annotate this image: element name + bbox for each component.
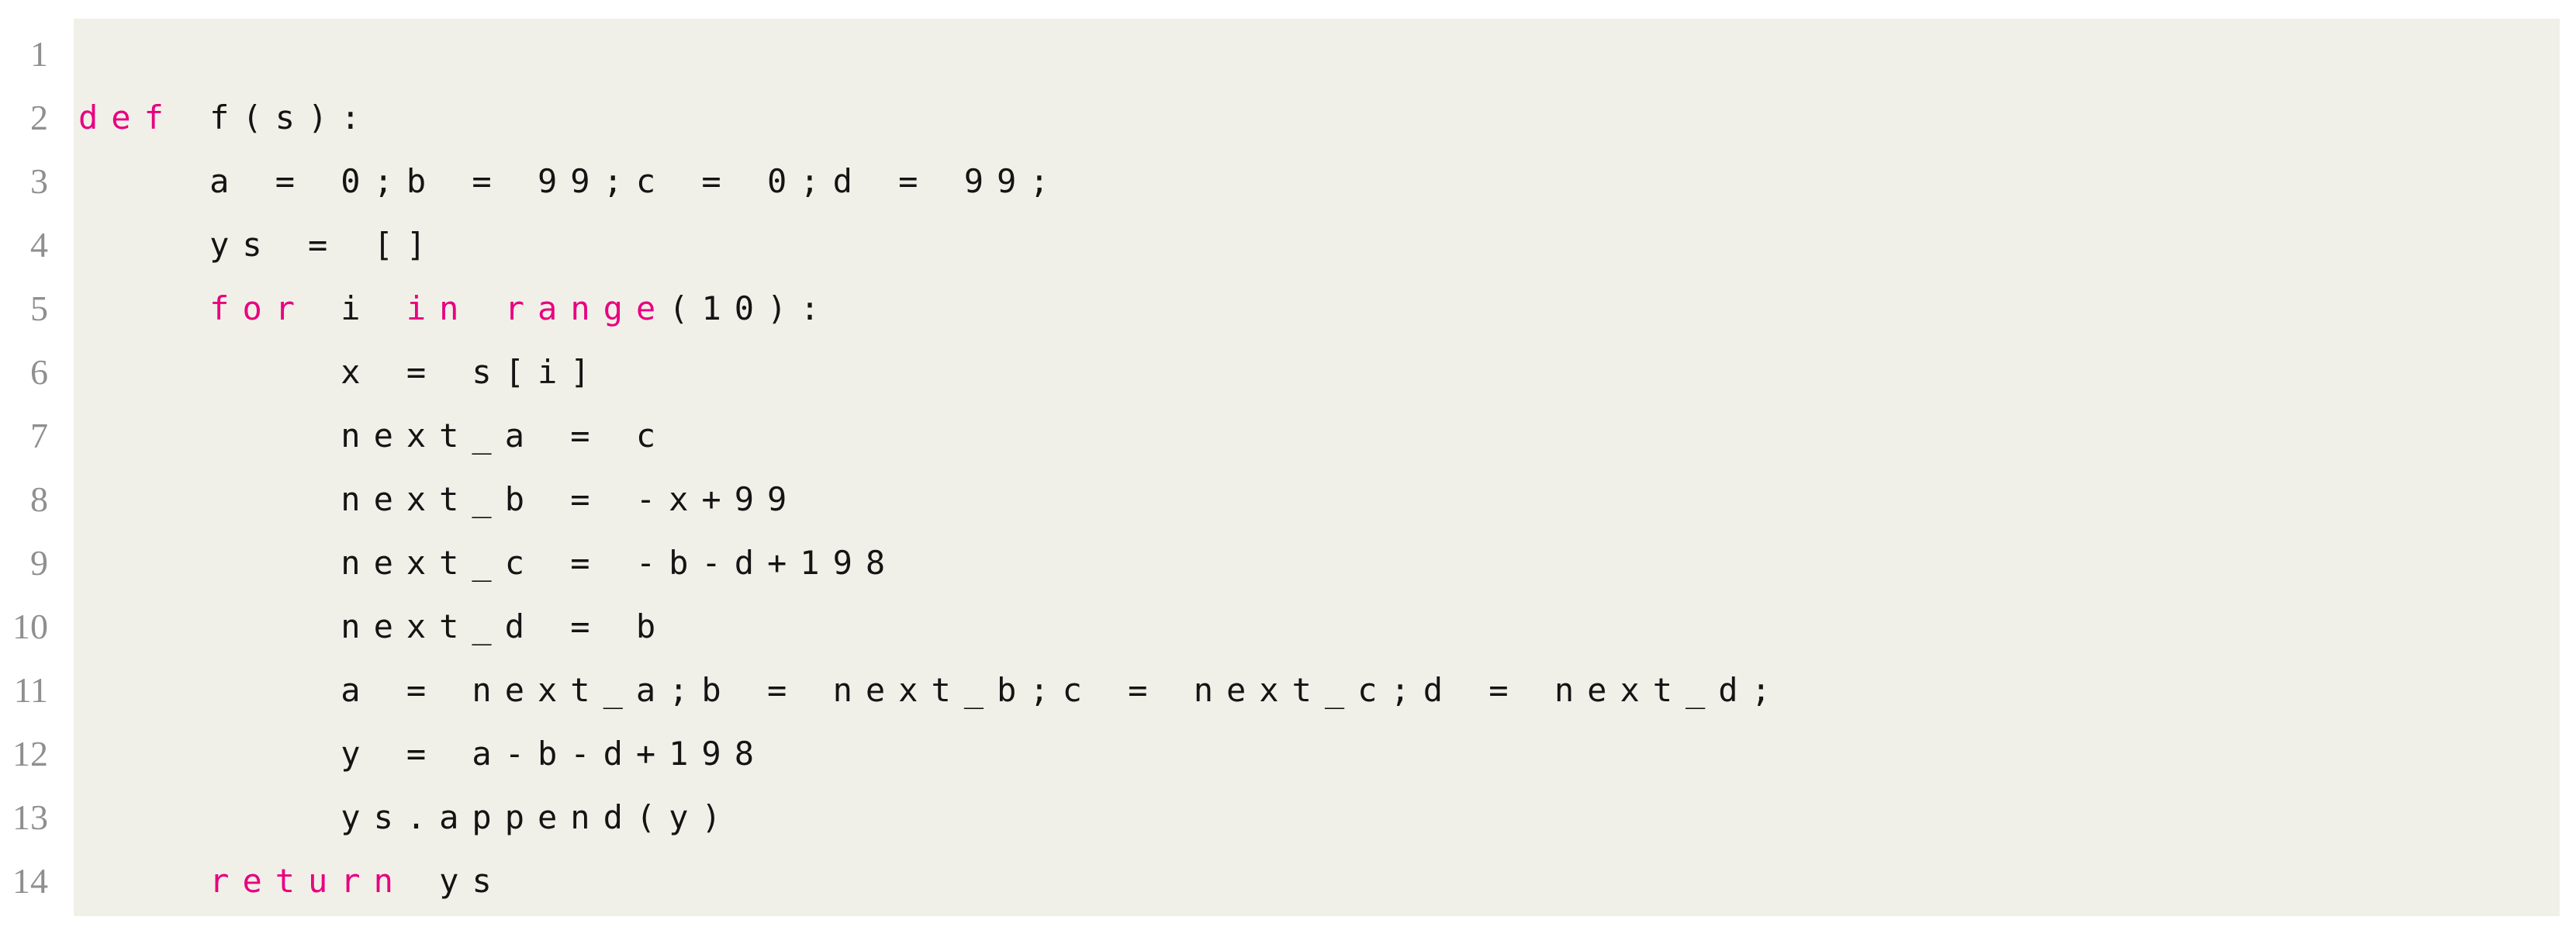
code-line-1 [78, 22, 2560, 85]
code-line-5: for i in range(10): [78, 276, 2560, 340]
code-token [78, 862, 209, 900]
line-number: 10 [12, 606, 48, 646]
line-number: 5 [30, 288, 48, 328]
code-token: f(s): [176, 98, 374, 137]
code-line-9: next_c = -b-d+198 [78, 531, 2560, 594]
line-number: 14 [12, 860, 48, 901]
code-token: next_a = c [78, 416, 669, 455]
code-line-8: next_b = -x+99 [78, 467, 2560, 531]
line-number: 12 [12, 733, 48, 773]
code-token: y = a-b-d+198 [78, 734, 768, 773]
line-number: 13 [12, 797, 48, 837]
code-line-7: next_a = c [78, 403, 2560, 467]
code-token: ys [406, 861, 505, 900]
line-number: 8 [30, 479, 48, 519]
line-number-gutter: 1 2 3 4 5 6 7 8 9 10 11 12 13 14 [0, 19, 74, 916]
code-token: (10): [669, 289, 833, 327]
code-line-11: a = next_a;b = next_b;c = next_c;d = nex… [78, 658, 2560, 721]
code-token: ys.append(y) [78, 797, 735, 836]
code-line-10: next_d = b [78, 594, 2560, 658]
code-token-keyword: range [504, 289, 669, 327]
line-number: 9 [30, 542, 48, 583]
code-token: next_b = -x+99 [78, 479, 800, 518]
code-token: next_d = b [78, 607, 669, 645]
line-number: 6 [30, 351, 48, 392]
code-token-keyword: in [406, 289, 472, 327]
code-token: ys = [] [78, 225, 440, 264]
line-number: 2 [30, 97, 48, 137]
code-line-14: return ys [78, 849, 2560, 912]
code-token [78, 289, 209, 327]
code-line-12: y = a-b-d+198 [78, 721, 2560, 785]
code-token: a = 0;b = 99;c = 0;d = 99; [78, 161, 1063, 200]
code-token: x = s[i] [78, 352, 603, 391]
code-token: a = next_a;b = next_b;c = next_c;d = nex… [78, 670, 1784, 709]
code-token: next_c = -b-d+198 [78, 543, 899, 582]
page: { "colors": { "page_background": "#fffff… [0, 19, 2576, 934]
code-token [472, 289, 504, 327]
line-number: 7 [30, 415, 48, 455]
code-listing: 1 2 3 4 5 6 7 8 9 10 11 12 13 14 def f(s… [0, 19, 2560, 916]
code-line-2: def f(s): [78, 85, 2560, 149]
code-line-6: x = s[i] [78, 340, 2560, 403]
code-token: i [308, 289, 406, 327]
code-token-keyword: def [78, 98, 177, 137]
code-area: def f(s): a = 0;b = 99;c = 0;d = 99; ys … [74, 19, 2560, 916]
line-number: 11 [13, 669, 48, 710]
code-token-keyword: for [209, 289, 309, 327]
code-token-keyword: return [209, 861, 406, 900]
line-number: 4 [30, 224, 48, 265]
line-number: 3 [30, 161, 48, 201]
code-line-13: ys.append(y) [78, 785, 2560, 849]
code-line-4: ys = [] [78, 213, 2560, 276]
line-number: 1 [30, 33, 48, 74]
code-line-3: a = 0;b = 99;c = 0;d = 99; [78, 149, 2560, 213]
